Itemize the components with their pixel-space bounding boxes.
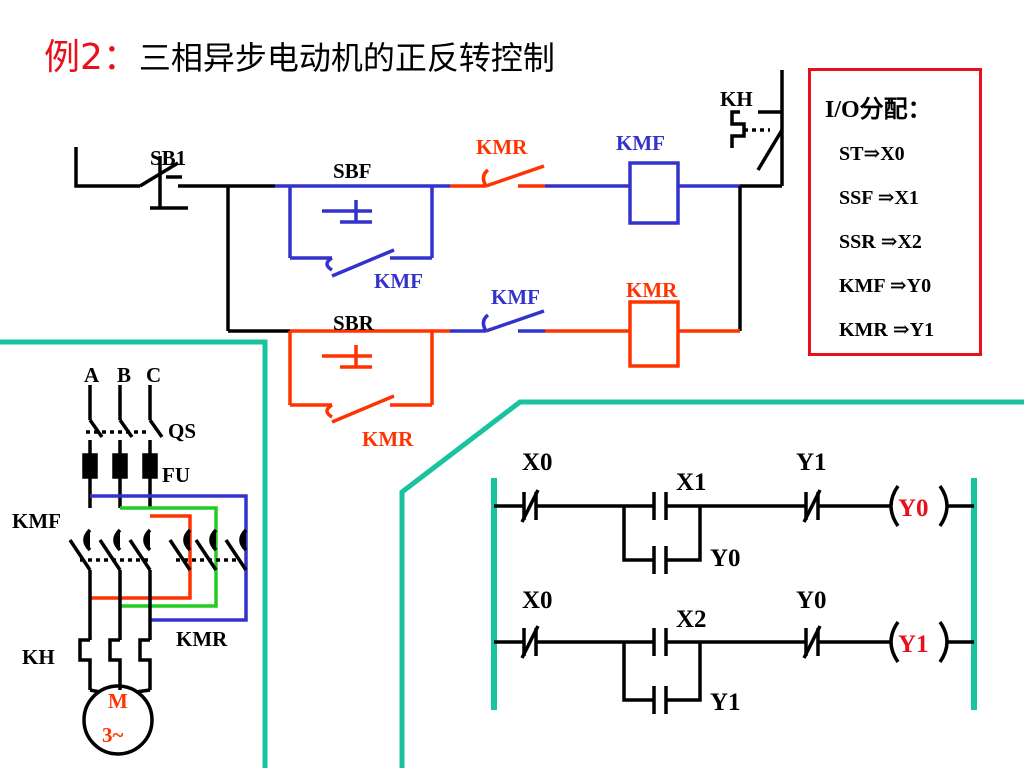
kh-label: KH	[720, 87, 753, 111]
kmr-hold-label: KMR	[362, 427, 414, 451]
io-row: KMR ⇒Y1	[839, 319, 935, 341]
example-number: 例2：	[44, 37, 139, 78]
fu-label: FU	[162, 463, 190, 487]
io-row: SSF ⇒X1	[839, 187, 919, 209]
main-circuit	[68, 385, 248, 756]
rung2-y0-label: Y0	[796, 587, 827, 614]
control-labels: KH SB1 SBF SBR KMR KMF KMF KMF KMR KMR	[150, 87, 753, 451]
rung1-hold-label: Y0	[710, 545, 741, 572]
kmf-kmr-contacts	[68, 528, 248, 640]
qs-label: QS	[168, 419, 196, 443]
ladder-diagram	[491, 478, 977, 714]
page-title: 例2：三相异步电动机的正反转控制	[44, 36, 555, 80]
sbr-label: SBR	[333, 311, 375, 335]
rung-2	[494, 620, 974, 714]
phase-b-label: B	[117, 363, 131, 387]
io-row: SSR ⇒X2	[839, 231, 922, 253]
phase-c-label: C	[146, 363, 161, 387]
kmf-interlock-label: KMF	[491, 285, 540, 309]
sb1-label: SB1	[150, 146, 186, 170]
rung1-coil-label: Y0	[898, 495, 929, 522]
motor-m-label: M	[108, 689, 128, 713]
kmr-main-label: KMR	[176, 627, 228, 651]
io-title: I/O分配：	[825, 97, 932, 123]
phase-wires	[90, 494, 248, 622]
sbf-forward-branch	[275, 161, 740, 278]
kmf-coil-label: KMF	[616, 131, 665, 155]
rung1-x1-label: X1	[676, 469, 707, 496]
rung2-x0-label: X0	[522, 587, 553, 614]
rung2-x2-label: X2	[676, 606, 707, 633]
rung2-coil-label: Y1	[898, 631, 929, 658]
sb1-stop-button	[74, 147, 290, 333]
motor	[82, 684, 154, 756]
ladder-panel-border	[399, 399, 1024, 768]
io-row: KMF ⇒Y0	[839, 275, 932, 297]
main-labels: A B C QS FU KMF KMR KH M 3~	[12, 363, 228, 747]
kmf-interlock-contact	[450, 309, 545, 333]
kmf-main-label: KMF	[12, 509, 61, 533]
kh-overload-contact	[730, 70, 784, 331]
qs-switch	[86, 385, 164, 508]
control-circuit	[74, 70, 784, 424]
rung1-y1-label: Y1	[796, 449, 827, 476]
fu-fuses	[82, 453, 158, 479]
rung1-x0-label: X0	[522, 449, 553, 476]
main-circuit-panel-border	[0, 339, 268, 768]
kmr-coil-label: KMR	[626, 278, 678, 302]
rung-1	[494, 484, 974, 574]
kmf-hold-label: KMF	[374, 269, 423, 293]
motor-phase-label: 3~	[102, 723, 124, 747]
sbf-label: SBF	[333, 159, 372, 183]
rung2-hold-label: Y1	[710, 689, 741, 716]
io-row: ST⇒X0	[839, 143, 905, 165]
io-assignment-box: I/O分配： ST⇒X0 SSF ⇒X1 SSR ⇒X2 KMF ⇒Y0 KMR…	[808, 68, 982, 356]
phase-a-label: A	[84, 363, 100, 387]
kh-main-label: KH	[22, 645, 55, 669]
kmr-contact-label: KMR	[476, 135, 528, 159]
kmr-interlock-contact	[450, 164, 545, 188]
ladder-labels: X0 X1 Y1 Y0 Y0 X0 X2 Y0 Y1 Y1	[522, 449, 929, 716]
sbr-reverse-branch	[288, 300, 740, 424]
panel-borders	[0, 339, 1024, 768]
title-text: 三相异步电动机的正反转控制	[138, 39, 555, 77]
kh-thermal-element	[78, 638, 152, 690]
